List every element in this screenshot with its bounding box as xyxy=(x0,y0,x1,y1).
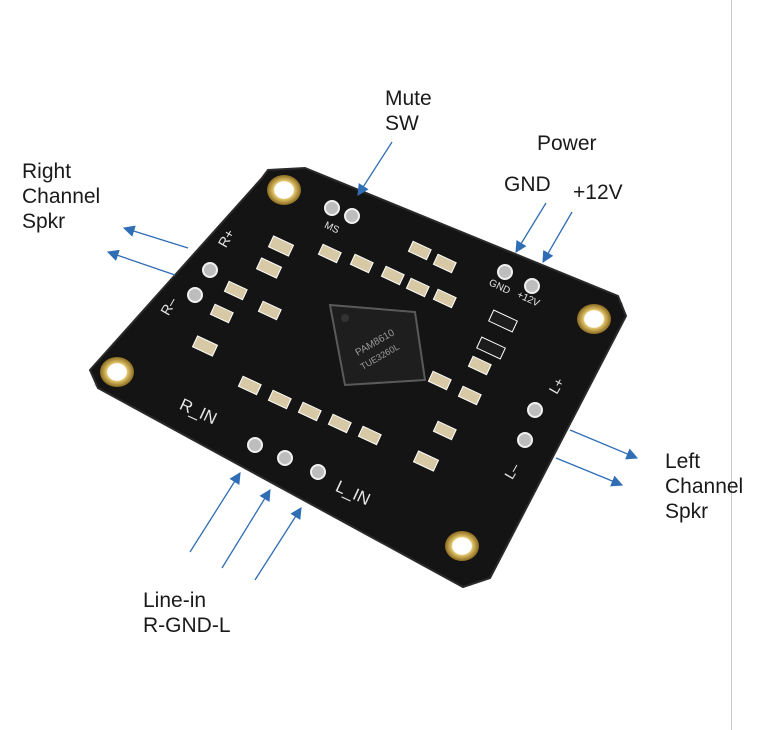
pad-l-plus xyxy=(527,402,543,418)
callout-right-line-2: Channel xyxy=(22,185,101,208)
callout-power-label: Power xyxy=(537,132,597,155)
arrow-line-in-l xyxy=(254,507,302,581)
pad-12v xyxy=(524,278,540,294)
callout-gnd-label: GND xyxy=(504,173,551,196)
arrow-left-spkr-1 xyxy=(569,429,639,460)
callout-left-channel-spkr: Left Channel Spkr xyxy=(665,449,743,524)
mounting-hole xyxy=(445,531,479,561)
callout-left-line-2: Channel xyxy=(665,475,744,498)
mounting-hole xyxy=(577,304,611,334)
callout-left-line-1: Left xyxy=(665,450,701,473)
silk-r-minus: R– xyxy=(157,294,180,318)
pad-in-gnd xyxy=(277,450,293,466)
arrow-mute xyxy=(357,141,393,196)
smd-components xyxy=(191,235,518,472)
callout-mute-line-2: SW xyxy=(385,112,419,135)
pad-in-r xyxy=(247,437,263,453)
pad-r-minus xyxy=(187,287,203,303)
pad-r-plus xyxy=(202,262,218,278)
callout-mute-line-1: Mute xyxy=(385,87,432,110)
callout-12v: +12V xyxy=(573,180,623,205)
callout-left-line-3: Spkr xyxy=(665,500,709,523)
pad-mute-2 xyxy=(344,208,360,224)
callout-right-channel-spkr: Right Channel Spkr xyxy=(22,159,100,234)
arrow-12v xyxy=(542,211,573,264)
arrow-gnd xyxy=(515,202,547,253)
pad-gnd xyxy=(497,264,513,280)
silk-l-minus: L– xyxy=(501,460,523,482)
page-divider xyxy=(731,0,732,730)
callout-right-line-1: Right xyxy=(22,160,72,183)
amplifier-chip: PAM8610 TUE3260L xyxy=(328,303,427,387)
callout-line-in-line-2: R-GND-L xyxy=(143,614,231,637)
pad-l-minus xyxy=(517,432,533,448)
arrow-left-spkr-2 xyxy=(555,457,624,487)
silk-l-plus: L+ xyxy=(545,375,567,397)
mounting-hole xyxy=(267,175,301,205)
mounting-holes xyxy=(100,175,611,561)
arrow-line-in-r xyxy=(189,472,241,553)
callout-12v-label: +12V xyxy=(573,181,623,204)
arrow-right-spkr-2 xyxy=(106,249,176,276)
arrow-right-spkr-1 xyxy=(122,225,189,249)
mounting-hole xyxy=(100,357,134,387)
callout-line-in: Line-in R-GND-L xyxy=(143,588,231,638)
arrow-line-in-gnd xyxy=(221,489,271,569)
callout-mute-sw: Mute SW xyxy=(385,86,432,136)
header-pads xyxy=(187,200,543,480)
pad-in-l xyxy=(310,464,326,480)
callout-right-line-3: Spkr xyxy=(22,210,66,233)
silk-r-plus: R+ xyxy=(215,226,238,250)
pad-mute-1 xyxy=(324,200,340,216)
callout-gnd: GND xyxy=(504,172,551,197)
callout-arrows xyxy=(106,141,639,581)
callout-line-in-line-1: Line-in xyxy=(143,589,207,612)
callout-power: Power xyxy=(537,131,597,156)
